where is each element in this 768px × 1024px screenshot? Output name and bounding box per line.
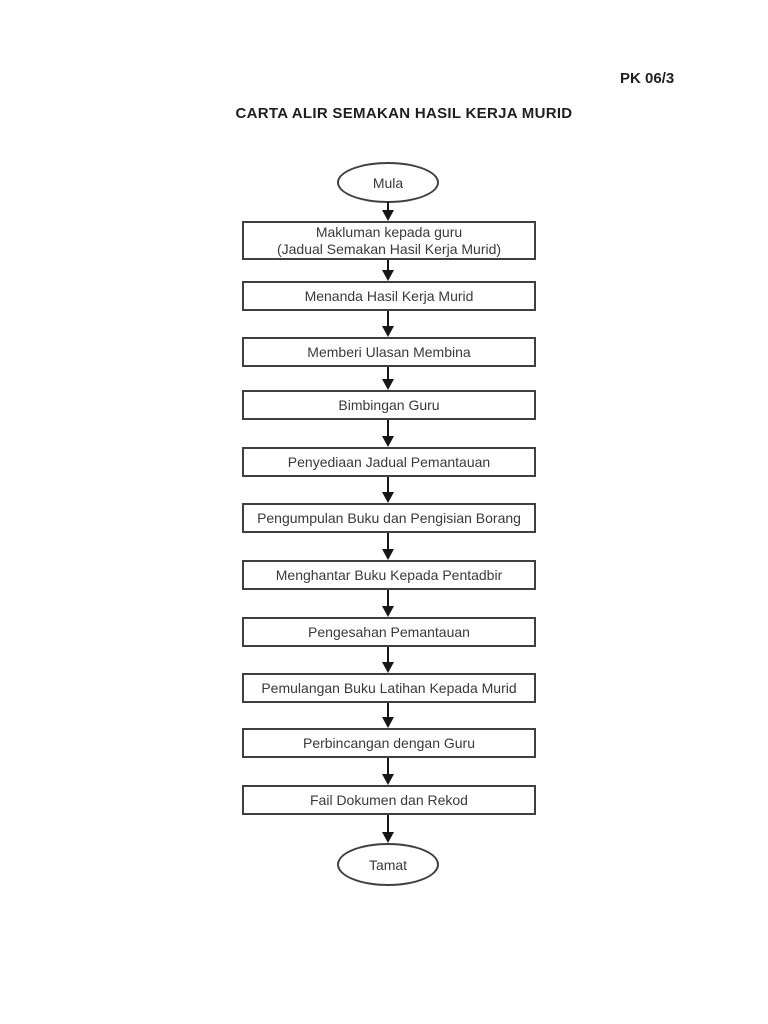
page-title: CARTA ALIR SEMAKAN HASIL KERJA MURID (235, 105, 573, 122)
process-box-label: Penyediaan Jadual Pemantauan (287, 453, 491, 470)
arrow-line (387, 477, 389, 495)
process-box-bimbingan: Bimbingan Guru (242, 390, 536, 420)
flow-arrow (381, 311, 395, 337)
arrow-down-icon (382, 832, 394, 843)
process-box-label: Pengumpulan Buku dan Pengisian Borang (257, 509, 521, 526)
process-box-label: Pengesahan Pemantauan (308, 623, 470, 640)
arrow-line (387, 758, 389, 777)
process-box-ulasan: Memberi Ulasan Membina (242, 337, 536, 367)
flow-arrow (381, 758, 395, 785)
end-terminator: Tamat (337, 843, 439, 886)
process-box-penyediaan: Penyediaan Jadual Pemantauan (242, 447, 536, 477)
flow-arrow (381, 420, 395, 447)
flow-arrow (381, 477, 395, 503)
flow-arrow (381, 647, 395, 673)
process-box-label: (Jadual Semakan Hasil Kerja Murid) (276, 240, 502, 257)
arrow-line (387, 202, 389, 213)
arrow-line (387, 311, 389, 329)
process-box-pemulangan: Pemulangan Buku Latihan Kepada Murid (242, 673, 536, 703)
arrow-line (387, 533, 389, 552)
arrow-down-icon (382, 326, 394, 337)
arrow-line (387, 590, 389, 609)
arrow-down-icon (382, 549, 394, 560)
arrow-line (387, 260, 389, 273)
end-terminator-label: Tamat (368, 856, 408, 873)
arrow-down-icon (382, 774, 394, 785)
process-box-label: Memberi Ulasan Membina (307, 343, 471, 360)
arrow-line (387, 420, 389, 439)
flow-arrow (381, 260, 395, 281)
process-box-label: Fail Dokumen dan Rekod (310, 791, 468, 808)
process-box-makluman: Makluman kepada guru (Jadual Semakan Has… (242, 221, 536, 260)
start-terminator-label: Mula (372, 174, 404, 191)
flow-arrow (381, 703, 395, 728)
arrow-down-icon (382, 379, 394, 390)
arrow-down-icon (382, 606, 394, 617)
arrow-down-icon (382, 436, 394, 447)
doc-code: PK 06/3 (620, 70, 675, 87)
process-box-perbincangan: Perbincangan dengan Guru (242, 728, 536, 758)
process-box-fail-dokumen: Fail Dokumen dan Rekod (242, 785, 536, 815)
flow-arrow (381, 367, 395, 390)
arrow-line (387, 703, 389, 720)
arrow-down-icon (382, 210, 394, 221)
process-box-label: Makluman kepada guru (315, 223, 463, 240)
arrow-down-icon (382, 717, 394, 728)
flow-arrow (381, 815, 395, 843)
process-box-pengesahan: Pengesahan Pemantauan (242, 617, 536, 647)
arrow-down-icon (382, 492, 394, 503)
arrow-line (387, 367, 389, 382)
process-box-menanda: Menanda Hasil Kerja Murid (242, 281, 536, 311)
process-box-label: Menanda Hasil Kerja Murid (304, 287, 474, 304)
flow-arrow (381, 533, 395, 560)
start-terminator: Mula (337, 162, 439, 203)
flow-arrow (381, 202, 395, 221)
arrow-line (387, 647, 389, 665)
process-box-label: Menghantar Buku Kepada Pentadbir (275, 566, 503, 583)
process-box-label: Bimbingan Guru (338, 396, 440, 413)
process-box-pengumpulan: Pengumpulan Buku dan Pengisian Borang (242, 503, 536, 533)
flow-arrow (381, 590, 395, 617)
process-box-label: Perbincangan dengan Guru (302, 734, 476, 751)
arrow-down-icon (382, 662, 394, 673)
process-box-menghantar: Menghantar Buku Kepada Pentadbir (242, 560, 536, 590)
arrow-line (387, 815, 389, 835)
process-box-label: Pemulangan Buku Latihan Kepada Murid (261, 679, 517, 696)
arrow-down-icon (382, 270, 394, 281)
